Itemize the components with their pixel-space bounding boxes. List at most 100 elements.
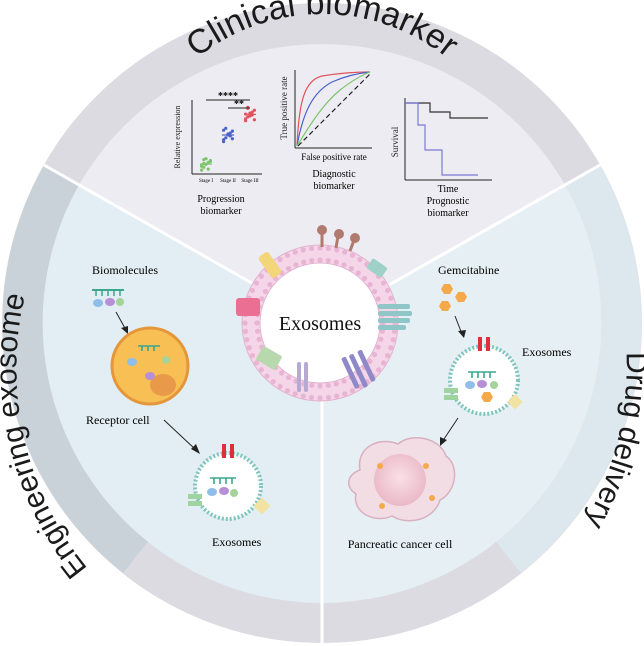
progression-caption-1: Progression xyxy=(197,194,244,205)
membrane-lipid-dot xyxy=(249,287,256,294)
biomolecules-label: Biomolecules xyxy=(92,263,158,277)
membrane-lipid-dot xyxy=(254,320,260,326)
membrane-lipid-dot xyxy=(378,336,384,342)
progression-dot xyxy=(206,167,210,171)
membrane-lipid-dot xyxy=(292,391,298,397)
progression-dot xyxy=(230,137,234,141)
membrane-lipid-dot xyxy=(246,345,252,351)
membrane-lipid-dot xyxy=(348,265,355,272)
receptor-cell-protein-purple xyxy=(145,372,155,380)
pancreatic-cancer-cell xyxy=(348,437,456,522)
gemcitabine-label: Gemcitabine xyxy=(438,263,499,277)
membrane-lipid-dot xyxy=(301,259,307,265)
membrane-lipid-dot xyxy=(258,367,264,373)
membrane-lipid-dot xyxy=(334,393,340,399)
membrane-lipid-dot xyxy=(277,383,283,390)
progression-ylabel: Relative expression xyxy=(173,106,182,169)
roc-diagonal xyxy=(297,73,371,147)
membrane-lipid-dot xyxy=(242,328,249,334)
survival-ylabel: Survival xyxy=(390,126,400,157)
roc-ylabel: True positive rate xyxy=(279,76,289,139)
membrane-lipid-dot xyxy=(244,337,250,343)
engineered-exosomes-label: Exosomes xyxy=(212,535,262,549)
prognostic-caption-2: biomarker xyxy=(427,208,469,219)
roc-curve-blue xyxy=(296,71,371,147)
sig-outer-label: **** xyxy=(218,91,238,102)
arrow-to-receptor xyxy=(115,311,127,331)
membrane-lipid-dot xyxy=(390,337,396,343)
diagnostic-caption-1: Diagnostic xyxy=(312,169,356,180)
receptor-stalks-top xyxy=(317,225,360,252)
membrane-lipid-dot xyxy=(333,259,339,265)
arrow-to-cancer-cell xyxy=(441,417,459,443)
progression-tick-3: Stage III xyxy=(241,179,259,184)
progression-dots xyxy=(200,105,256,172)
membrane-lipid-dot xyxy=(249,352,256,359)
membrane-lipid-dot xyxy=(317,383,323,389)
progression-dot xyxy=(200,168,204,172)
membrane-lipid-dot xyxy=(349,252,356,259)
receptor-cell xyxy=(110,326,190,406)
progression-chart: Relative expression Stage I Stage II Sta… xyxy=(173,91,262,217)
membrane-lipid-dot xyxy=(384,287,391,294)
membrane-lipid-dot xyxy=(376,367,382,373)
membrane-lipid-dot xyxy=(284,387,291,394)
arrowhead-to-receptor xyxy=(121,326,128,334)
survival-curve-black xyxy=(405,102,488,119)
membrane-lipid-dot xyxy=(300,247,306,253)
membrane-lipid-dot xyxy=(253,360,260,366)
membrane-lipid-dot xyxy=(254,328,261,334)
membrane-lipid-dot xyxy=(342,249,348,255)
progression-dot xyxy=(228,131,232,135)
prognostic-survival-chart: Survival Time Prognostic biomarker xyxy=(390,98,492,219)
membrane-lipid-dot xyxy=(259,296,265,302)
membrane-lipid-dot xyxy=(357,256,363,263)
progression-dot xyxy=(244,117,248,121)
engineered-exosome xyxy=(188,444,271,521)
membrane-lipid-dot xyxy=(325,394,331,401)
central-exosome: Exosomes xyxy=(236,225,412,402)
membrane-lipid-dot xyxy=(341,262,347,268)
membrane-lipid-dot xyxy=(284,252,291,259)
prognostic-caption-1: Prognostic xyxy=(427,196,470,207)
transmembrane-teal xyxy=(378,304,412,330)
membrane-lipid-dot xyxy=(388,295,394,301)
membrane-lipid-dot xyxy=(325,245,331,252)
membrane-lipid-dot xyxy=(371,288,378,295)
protein-green-bottom xyxy=(256,346,282,370)
drug-exosome xyxy=(444,337,523,416)
membrane-lipid-dot xyxy=(391,328,398,334)
gemcitabine-molecules xyxy=(439,284,467,311)
progression-dot xyxy=(230,129,234,133)
membrane-lipid-dot xyxy=(361,275,368,282)
diagnostic-caption-2: biomarker xyxy=(313,181,355,192)
survival-curve-blue xyxy=(405,102,478,176)
membrane-lipid-dot xyxy=(258,273,264,279)
membrane-lipid-dot xyxy=(333,381,339,387)
survival-xlabel: Time xyxy=(438,184,459,195)
progression-dot xyxy=(222,128,226,132)
membrane-lipid-dot xyxy=(293,262,299,268)
membrane-lipid-dot xyxy=(277,256,283,263)
arrowhead-to-exosome-left xyxy=(191,444,200,454)
protein-pink xyxy=(236,298,260,316)
transmembrane-purple xyxy=(341,349,376,389)
progression-dot xyxy=(208,159,212,164)
membrane-lipid-dot xyxy=(253,280,260,286)
protein-teal-top-right xyxy=(366,258,388,278)
membrane-lipid-dot xyxy=(341,378,347,384)
membrane-lipid-dot xyxy=(334,247,340,253)
membrane-lipid-dot xyxy=(325,382,331,389)
arrowhead-to-drug-exosome xyxy=(458,330,466,338)
arrow-to-exosome-left xyxy=(163,419,197,451)
progression-dot xyxy=(202,158,206,162)
membrane-lipid-dot xyxy=(285,265,292,272)
membrane-lipid-dot xyxy=(380,280,387,286)
membrane-lipid-dot xyxy=(342,391,348,397)
membrane-lipid-dot xyxy=(388,345,394,351)
progression-dot xyxy=(250,110,254,114)
sig-inner-label: ** xyxy=(234,99,244,110)
progression-dot xyxy=(222,138,226,142)
roc-curve-red xyxy=(296,71,371,147)
